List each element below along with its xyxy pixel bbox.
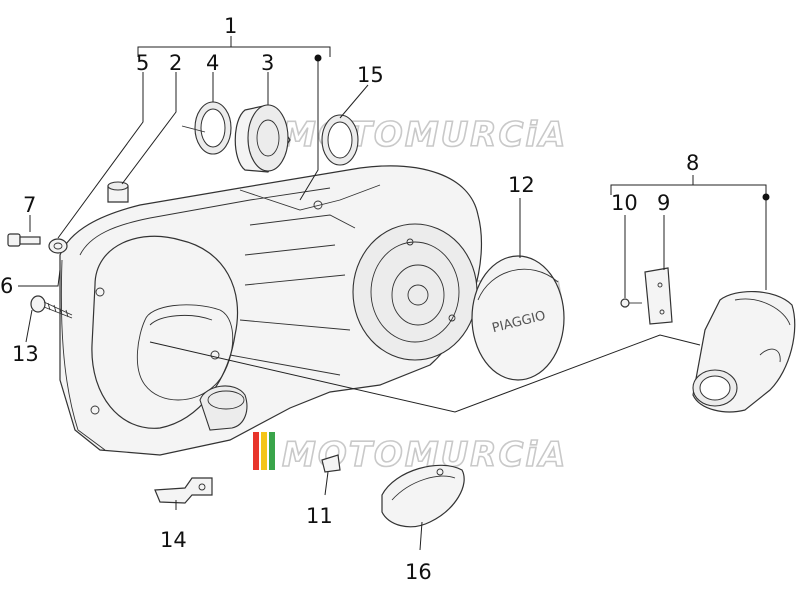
small-bush-part [48, 238, 68, 254]
callout-4: 4 [206, 51, 219, 75]
callout-5: 5 [136, 51, 149, 75]
watermark-bottom: MOTOMURCiA [253, 432, 566, 476]
callout-7: 7 [23, 193, 36, 217]
callout-labels: 1 2 3 4 5 6 7 8 9 10 11 12 13 14 15 16 [0, 14, 699, 584]
bushing-part [107, 181, 129, 203]
leader-lines [18, 36, 770, 551]
plate-part [644, 267, 673, 325]
callout-2: 2 [169, 51, 182, 75]
small-screw-part [620, 298, 642, 308]
callout-16: 16 [405, 560, 432, 584]
intake-duct-part [692, 291, 796, 413]
callout-3: 3 [261, 51, 274, 75]
callout-9: 9 [657, 191, 670, 215]
transmission-cover [59, 165, 483, 456]
callout-8: 8 [686, 151, 699, 175]
screw-part [30, 295, 73, 319]
seal-part [321, 114, 359, 166]
callout-12: 12 [508, 173, 535, 197]
callout-15: 15 [357, 63, 384, 87]
callout-11: 11 [306, 504, 333, 528]
watermark-top: MOTOMURCiA [253, 112, 566, 156]
badge-cover-part: PIAGGIO [471, 255, 565, 381]
bearing-part [234, 104, 291, 173]
callout-14: 14 [160, 528, 187, 552]
callout-13: 13 [12, 342, 39, 366]
shield-part [381, 464, 465, 528]
clip-part [321, 454, 341, 473]
circlip-part [181, 101, 232, 155]
bolt-part [7, 233, 41, 247]
bracket-part [154, 477, 213, 504]
callout-10: 10 [611, 191, 638, 215]
callout-1: 1 [224, 14, 237, 38]
callout-6: 6 [0, 274, 13, 298]
